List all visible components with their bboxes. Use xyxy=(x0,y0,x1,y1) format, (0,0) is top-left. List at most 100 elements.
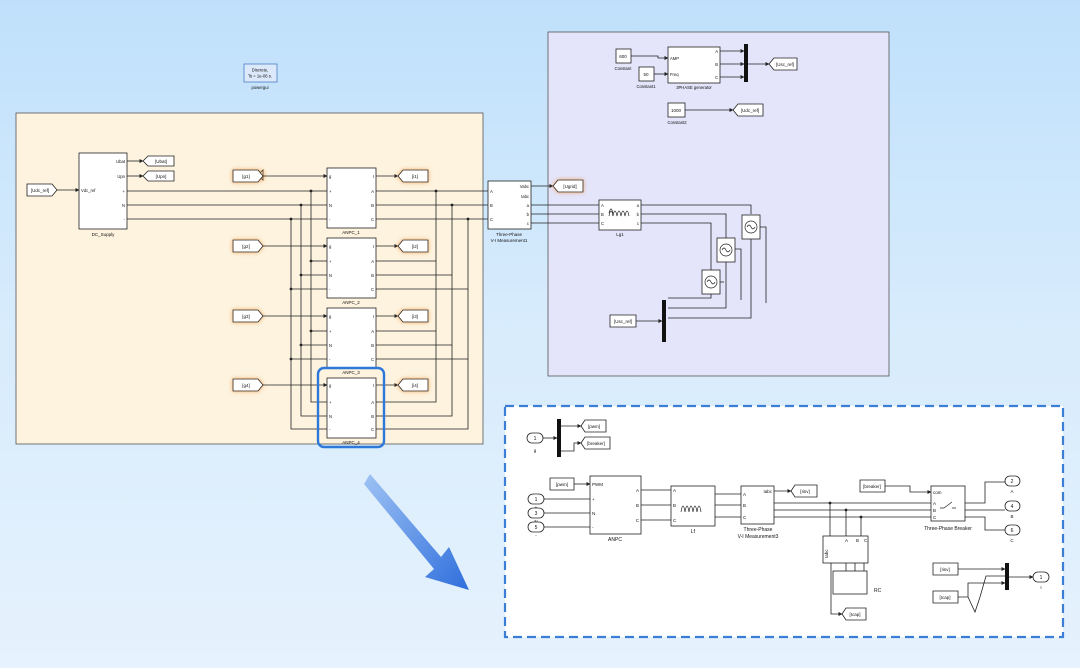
anpc-2-port-c: C xyxy=(371,287,374,292)
ac-source-b-icon xyxy=(721,247,731,253)
powergui-block[interactable] xyxy=(243,63,278,83)
vi-measurement3-block[interactable] xyxy=(740,485,775,525)
anpc-1-port-n: N xyxy=(329,203,332,208)
anpc-3-port-b: B xyxy=(371,343,374,348)
goto-iinv-tag[interactable] xyxy=(790,484,818,498)
from-usc-ref-tag[interactable] xyxy=(609,314,637,328)
from-icap-tag[interactable] xyxy=(932,590,959,604)
anpc-sub-block[interactable] xyxy=(589,475,642,535)
anpc-3-block[interactable] xyxy=(326,307,377,369)
lf-inductor-icon xyxy=(680,505,702,513)
out-port-b[interactable] xyxy=(1004,500,1021,512)
constant-50-value: 50 xyxy=(643,72,649,77)
lg1-port-c-in: C xyxy=(601,221,604,226)
from-g4-tag[interactable] xyxy=(232,378,264,392)
goto-upn-tag[interactable] xyxy=(142,170,175,182)
goto-ugrid-tag[interactable] xyxy=(552,179,584,193)
inductor-icon xyxy=(608,208,630,217)
constant-50-name: Constant1 xyxy=(636,84,656,89)
breaker-switch-icon xyxy=(940,501,956,509)
anpc-sub-a-port: A xyxy=(636,488,639,493)
vi3-name-line2: V-I Measurement3 xyxy=(738,534,779,540)
from-g1-tag[interactable] xyxy=(232,169,264,183)
anpc-4-block[interactable] xyxy=(326,377,377,439)
rc-measurement-block[interactable] xyxy=(822,535,869,564)
dc-supply-name: DC_Supply xyxy=(92,232,116,237)
from-breaker-tag[interactable] xyxy=(859,479,886,493)
generator-amp-port: AMP xyxy=(670,56,679,61)
goto-pwm-label: [pwm] xyxy=(588,424,600,429)
out-port-c-name: C xyxy=(1010,538,1014,543)
goto-pwm-tag[interactable] xyxy=(580,419,607,433)
anpc-sub-p-port: + xyxy=(592,497,595,502)
anpc-2-group: [g2] g + N - I A B C ANPC_2 [i2] xyxy=(232,237,429,305)
goto-breaker-tag[interactable] xyxy=(580,436,611,450)
dc-supply-p-port: + xyxy=(123,189,126,194)
goto-udc-ref-tag[interactable] xyxy=(732,103,764,117)
goto-usc-ref-label: [Usc_ref] xyxy=(776,62,794,67)
goto-i1-label: [i1] xyxy=(412,174,418,179)
anpc-2-block[interactable] xyxy=(326,237,377,299)
vi1-name-line1: Three-Phase xyxy=(496,232,523,237)
goto-i3-tag[interactable] xyxy=(397,309,429,323)
rc-iabc-label: Iabc xyxy=(824,549,829,558)
breaker-port-b-in: B xyxy=(933,508,936,513)
goto-icap-tag[interactable] xyxy=(841,607,867,621)
anpc-4-selection-highlight xyxy=(316,366,386,449)
vi-measurement1-block[interactable] xyxy=(487,180,532,230)
from-g2-tag[interactable] xyxy=(232,239,264,253)
lg1-port-a-out: a xyxy=(637,203,640,208)
goto-udc-ref-label: [Udc_ref] xyxy=(741,108,759,113)
vi1-port-vabc: Vabc xyxy=(520,184,529,189)
anpc-4-port-i: I xyxy=(373,383,374,388)
from-udc-ref-label: [Udc_ref] xyxy=(31,188,49,193)
lf-port-a-in: A xyxy=(673,488,676,493)
vi1-port-b-out: b xyxy=(527,212,530,217)
anpc-4-group: [g4] g + N - I A B C ANPC_4 [i4] xyxy=(232,366,429,449)
breaker-name: Three-Phase Breaker xyxy=(924,526,972,532)
vi3-port-iabc: Iabc xyxy=(763,489,772,494)
from-pwm-tag[interactable] xyxy=(549,477,575,491)
vi1-port-a-in: A xyxy=(490,189,493,194)
goto-i4-tag[interactable] xyxy=(397,378,429,392)
anpc-3-group: [g3] g + N - I A B C ANPC_3 [i3] xyxy=(232,307,429,375)
breaker-port-c-in: C xyxy=(933,515,937,520)
anpc-1-port-i: I xyxy=(373,174,374,179)
out-port-i[interactable] xyxy=(1032,571,1050,583)
out-port-c[interactable] xyxy=(1004,524,1021,536)
generator-a-port: A xyxy=(715,49,718,54)
goto-i1-tag[interactable] xyxy=(397,169,429,183)
three-phase-breaker-block[interactable] xyxy=(930,485,966,522)
from-g3-tag[interactable] xyxy=(232,309,264,323)
anpc-3-port-a: A xyxy=(371,329,374,334)
anpc-1-port-b: B xyxy=(371,203,374,208)
vi1-name-line2: V-I Measurement1 xyxy=(491,238,528,243)
vi1-port-c-in: C xyxy=(490,217,493,222)
anpc-sub-b-port: B xyxy=(636,503,639,508)
lg1-block[interactable] xyxy=(598,199,642,231)
rc-block[interactable] xyxy=(832,570,868,595)
from-icap-label: [Icap] xyxy=(939,595,950,600)
out-port-a[interactable] xyxy=(1004,475,1021,487)
three-phase-generator-block[interactable] xyxy=(667,46,721,84)
anpc-1-block[interactable] xyxy=(326,167,377,229)
anpc-4-port-p: + xyxy=(329,400,332,405)
from-iinv-tag[interactable] xyxy=(932,562,959,576)
lf-block[interactable] xyxy=(670,485,716,527)
powergui-line1: Discrete, xyxy=(252,68,269,73)
goto-ubat-tag[interactable] xyxy=(142,155,175,167)
goto-usc-ref-tag[interactable] xyxy=(768,57,798,71)
conn-port-minus-label: - xyxy=(535,533,537,538)
demux-bar xyxy=(557,419,561,457)
subsystem-output-wires xyxy=(774,501,931,536)
goto-i2-tag[interactable] xyxy=(397,239,429,253)
inport-g-number: 1 xyxy=(534,436,537,442)
vi3-port-b-in: B xyxy=(743,503,746,508)
anpc-1-port-m: - xyxy=(329,217,331,222)
from-udc-ref-tag[interactable] xyxy=(26,183,58,197)
anpc-1-port-a: A xyxy=(371,189,374,194)
rc-meas-port-a: A xyxy=(845,538,848,543)
anpc-3-port-p: + xyxy=(329,329,332,334)
rc-meas-port-b: B xyxy=(856,538,859,543)
